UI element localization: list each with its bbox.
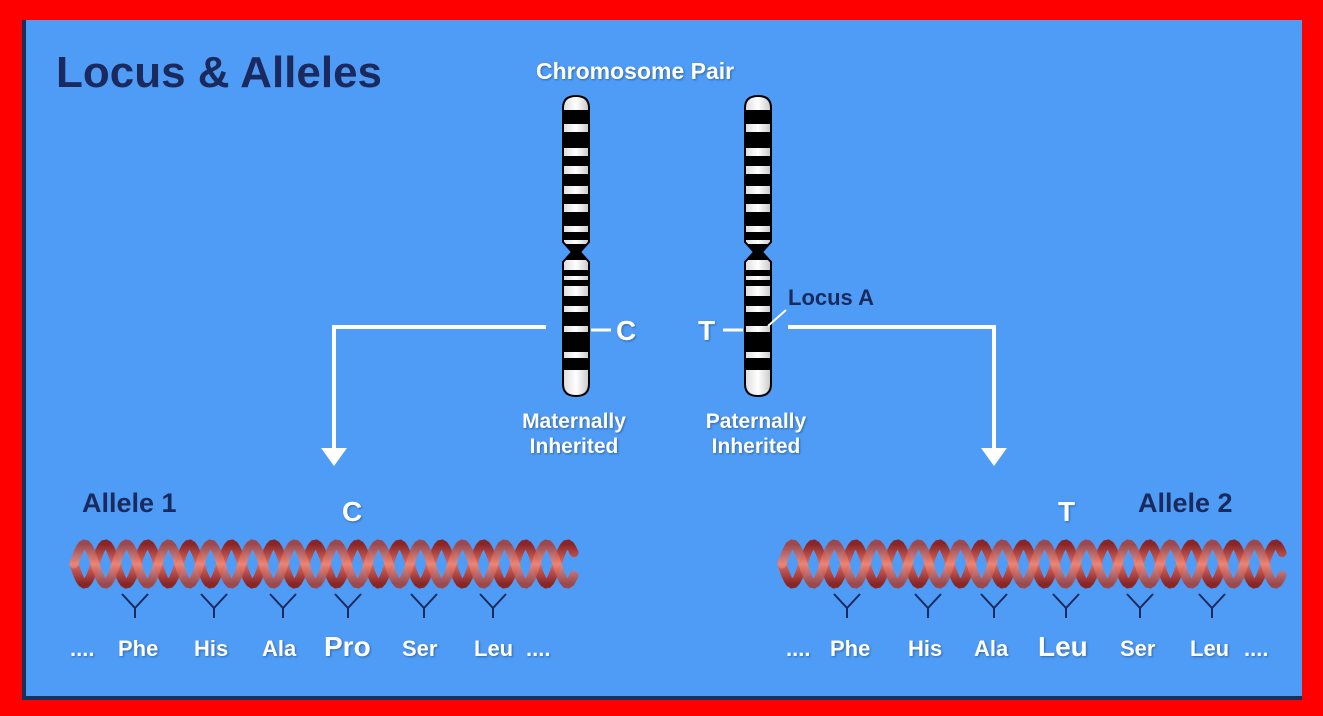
allele2-dna-helix [782, 544, 1282, 584]
arrow-to-allele2-head [981, 448, 1007, 466]
paternal-base-label: T [698, 315, 715, 347]
page-title: Locus & Alleles [56, 48, 382, 98]
codon-bracket [480, 594, 506, 618]
allele1-codon-leu: Leu [474, 636, 513, 662]
allele1-codon-brackets [122, 594, 506, 618]
allele1-codon-his: His [194, 636, 228, 662]
maternal-inherited-line2: Inherited [504, 435, 644, 459]
maternal-chromosome [563, 96, 589, 396]
allele2-codon-leu: Leu [1190, 636, 1229, 662]
codon-bracket [834, 594, 860, 618]
allele2-base-label: T [1058, 496, 1075, 528]
paternal-chromosome [745, 96, 771, 396]
allele2-codon-phe: Phe [830, 636, 870, 662]
allele2-codon-leu-variant: Leu [1038, 631, 1088, 663]
allele2-suffix-dots: .... [1244, 636, 1268, 662]
codon-bracket [335, 594, 361, 618]
codon-bracket [1053, 594, 1079, 618]
codon-bracket [915, 594, 941, 618]
allele1-dna-helix [74, 544, 574, 584]
maternal-base-label: C [616, 315, 636, 347]
maternal-inherited-line1: Maternally [504, 410, 644, 434]
locus-a-label: Locus A [788, 285, 874, 311]
allele1-codon-ala: Ala [262, 636, 296, 662]
paternal-inherited-line1: Paternally [686, 410, 826, 434]
allele1-codon-phe: Phe [118, 636, 158, 662]
arrow-to-allele1-head [321, 448, 347, 466]
codon-bracket [1127, 594, 1153, 618]
allele2-codon-his: His [908, 636, 942, 662]
allele1-label: Allele 1 [82, 488, 177, 519]
paternal-inherited-line2: Inherited [686, 435, 826, 459]
allele1-codon-ser: Ser [402, 636, 437, 662]
codon-bracket [201, 594, 227, 618]
allele2-prefix-dots: .... [786, 636, 810, 662]
diagram-panel: Locus & Alleles Chromosome Pair Locus A … [22, 20, 1302, 700]
allele1-codon-pro: Pro [324, 631, 371, 663]
codon-bracket [981, 594, 1007, 618]
allele2-label: Allele 2 [1138, 488, 1233, 519]
allele2-codon-ala: Ala [974, 636, 1008, 662]
diagram-graphics [26, 20, 1302, 700]
allele1-suffix-dots: .... [526, 636, 550, 662]
codon-bracket [122, 594, 148, 618]
allele2-codon-brackets [834, 594, 1225, 618]
allele2-codon-ser: Ser [1120, 636, 1155, 662]
codon-bracket [270, 594, 296, 618]
codon-bracket [411, 594, 437, 618]
allele1-prefix-dots: .... [70, 636, 94, 662]
chromosome-pair-label: Chromosome Pair [536, 58, 734, 85]
allele1-base-label: C [342, 496, 362, 528]
codon-bracket [1199, 594, 1225, 618]
